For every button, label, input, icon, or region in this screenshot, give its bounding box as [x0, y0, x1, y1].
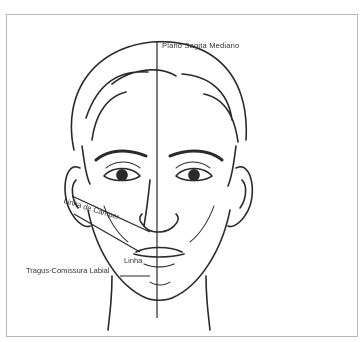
jaw-right [172, 210, 230, 298]
temple-right [228, 146, 236, 186]
neck-right [206, 276, 210, 330]
nostril-right [174, 214, 178, 226]
nostril-left [140, 214, 144, 226]
label-sagittal-plane: Plano Sagita Mediano [162, 42, 239, 50]
eyebrow-left [96, 151, 146, 160]
temple-left [82, 146, 90, 184]
ear-right-inner [240, 180, 246, 208]
label-line: Linha [124, 257, 142, 265]
hair-strand-left-2 [92, 92, 126, 140]
nose-bridge [144, 180, 150, 226]
crease-left [106, 162, 140, 168]
lower-lip [144, 264, 174, 267]
iris-left [117, 170, 127, 180]
cheek-right [190, 206, 214, 242]
crease-right [176, 162, 210, 168]
iris-right [189, 170, 199, 180]
chin-crease [150, 282, 170, 285]
eyebrow-right [170, 151, 222, 160]
neck-left [108, 276, 112, 330]
hair-strand-right [182, 74, 232, 120]
tragus-commissure-line [74, 214, 140, 252]
label-tragus-commissure: Tragus-Comissura Labial [26, 267, 110, 275]
hair-strand-right-2 [204, 94, 238, 142]
upper-lip [136, 248, 182, 253]
hair-outline [71, 42, 246, 150]
